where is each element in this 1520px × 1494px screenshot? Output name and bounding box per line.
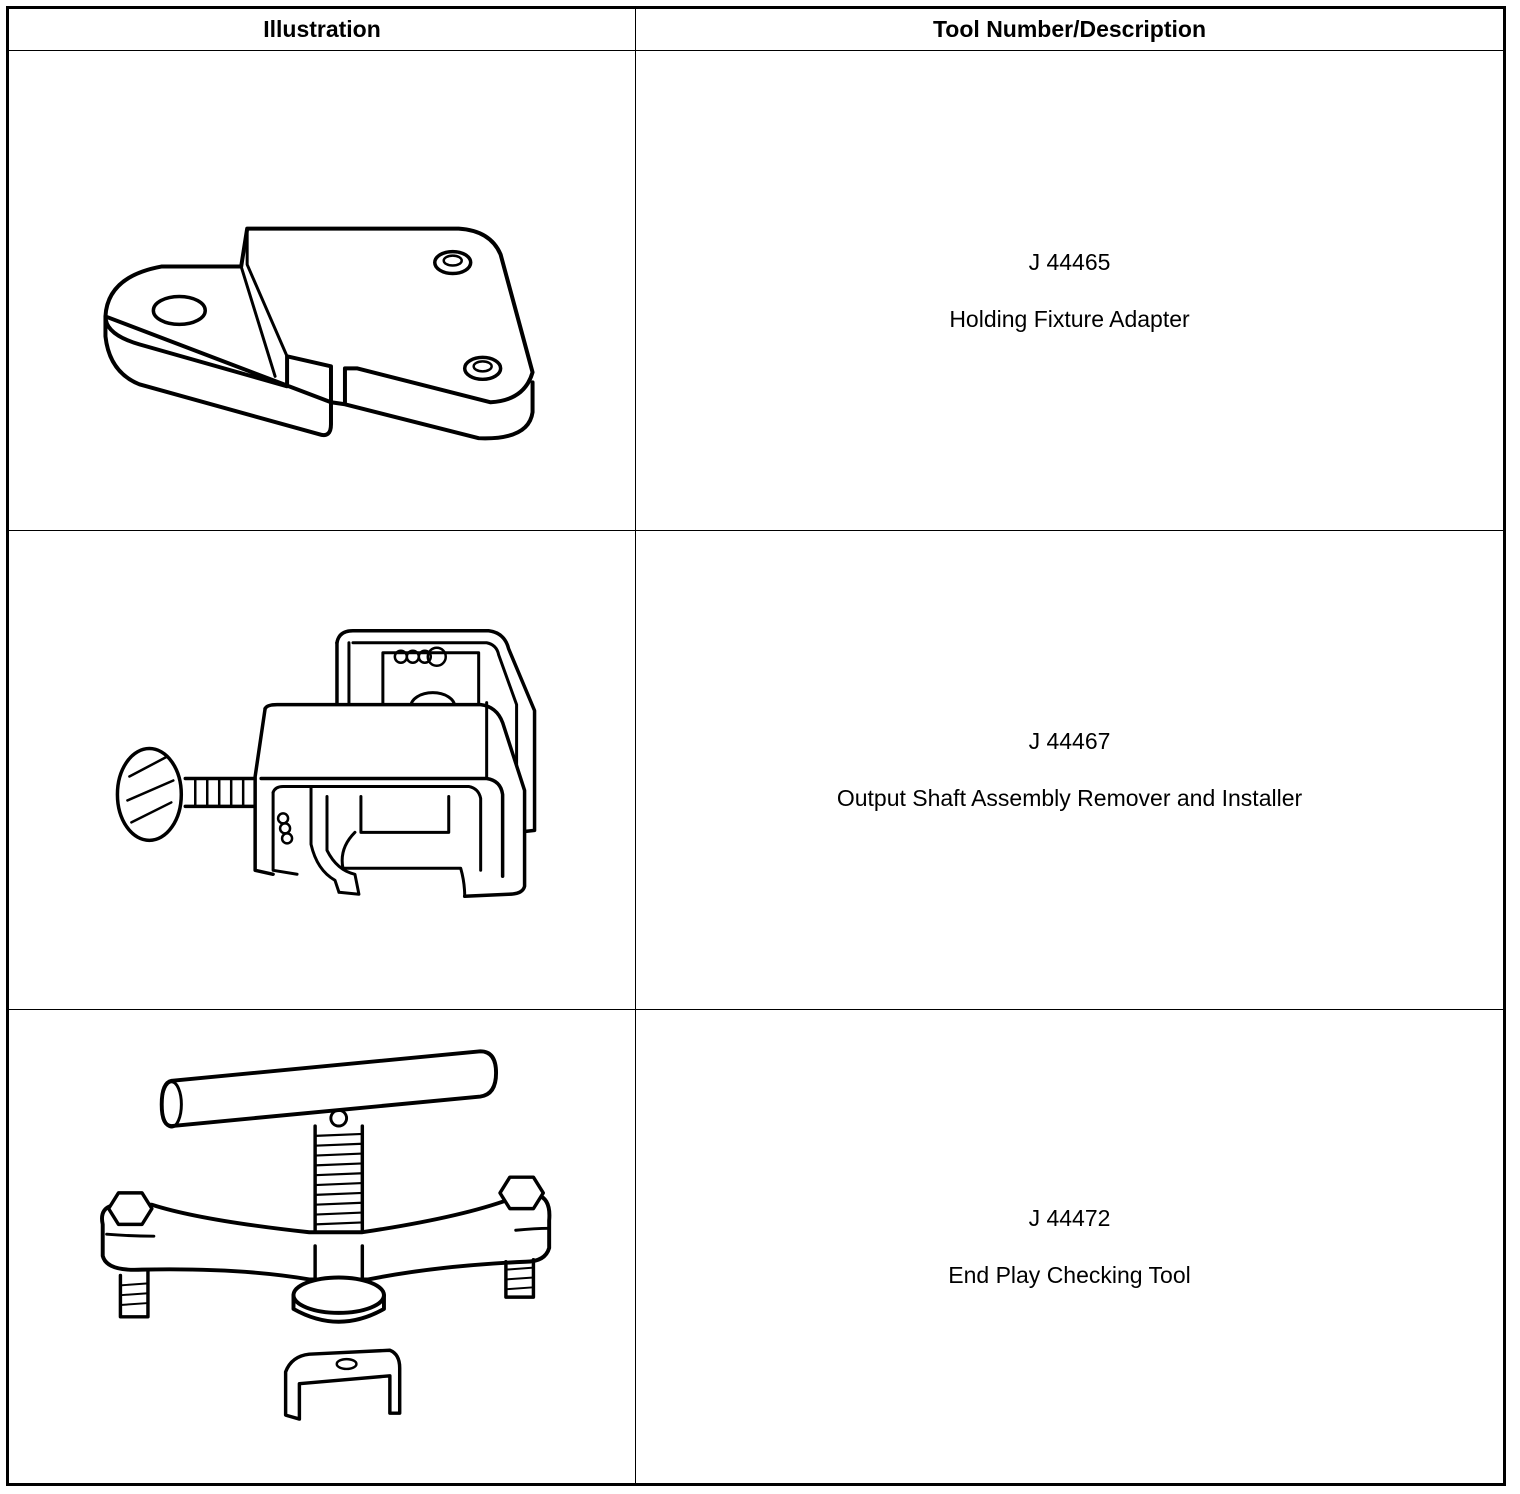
tool-number: J 44465 xyxy=(1028,248,1111,275)
table-row-3-illustration xyxy=(9,1010,636,1483)
header-tool-label: Tool Number/Description xyxy=(932,16,1207,42)
table-row-2-description: J 44467 Output Shaft Assembly Remover an… xyxy=(636,531,1503,1010)
table-row-3-description: J 44472 End Play Checking Tool xyxy=(636,1010,1503,1483)
table-row-2-illustration xyxy=(9,531,636,1010)
tool-description: End Play Checking Tool xyxy=(948,1261,1191,1288)
tool-table: Illustration Tool Number/Description J 4… xyxy=(6,6,1506,1486)
header-tool-description: Tool Number/Description xyxy=(636,9,1503,51)
table-row-1-illustration xyxy=(9,51,636,531)
tool-description: Holding Fixture Adapter xyxy=(949,305,1190,332)
holding-fixture-adapter-icon xyxy=(103,226,535,441)
output-shaft-remover-installer-icon xyxy=(115,629,537,898)
table-row-1-description: J 44465 Holding Fixture Adapter xyxy=(636,51,1503,531)
end-play-checking-tool-icon xyxy=(100,1049,552,1421)
header-illustration-label: Illustration xyxy=(263,16,381,42)
tool-description: Output Shaft Assembly Remover and Instal… xyxy=(836,785,1303,811)
tool-number: J 44472 xyxy=(1028,1204,1111,1231)
tool-number: J 44467 xyxy=(1028,728,1111,754)
header-illustration: Illustration xyxy=(9,9,636,51)
